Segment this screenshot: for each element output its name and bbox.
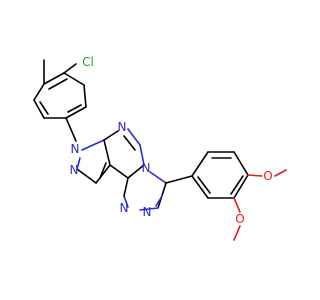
bond [233, 197, 241, 213]
bond [191, 175, 209, 199]
bond [230, 175, 244, 195]
methoxy-methyl-bond [233, 225, 241, 241]
bond [139, 207, 159, 211]
bond [233, 174, 249, 199]
bond [123, 135, 136, 151]
bond [123, 177, 129, 197]
nitrogen-atom-label: N [143, 205, 152, 219]
bond [33, 83, 45, 101]
bond [99, 162, 107, 179]
bond [139, 144, 145, 166]
molecule-canvas: N N N N N N Cl O O [33, 55, 287, 241]
oxygen-atom-label: O [263, 169, 272, 183]
bond [63, 72, 85, 86]
methoxy-methyl-bond [274, 169, 287, 177]
bond [76, 157, 81, 170]
bond [149, 171, 167, 184]
nitrogen-atom-label: N [71, 142, 80, 156]
bond [43, 72, 65, 85]
bond [76, 168, 97, 184]
molecule-structure: N N N N N N Cl O O [33, 55, 287, 241]
nitrogen-atom-label: N [70, 163, 79, 177]
bond [233, 151, 249, 176]
bond [247, 174, 263, 177]
bond [127, 164, 145, 179]
bond [81, 139, 105, 151]
chloromethylphenyl-ring [33, 59, 87, 142]
nitrogen-atom-label: N [120, 201, 129, 215]
pyrazole-ring [76, 139, 111, 184]
oxygen-atom-label: O [235, 212, 244, 226]
bond [103, 130, 119, 141]
pyrimidine-ring [103, 128, 145, 179]
nitrogen-atom-label: N [142, 161, 151, 175]
bond [48, 78, 68, 90]
bond [127, 128, 141, 146]
bond [197, 176, 211, 194]
chloro-bond [63, 63, 77, 74]
bond [191, 151, 209, 177]
bond [83, 84, 87, 108]
bond [165, 175, 193, 184]
bond [109, 164, 129, 179]
bond [65, 106, 87, 119]
bond [39, 101, 49, 115]
atom-labels: N N N N N N Cl O O [70, 55, 273, 226]
dimethoxyphenyl-ring [165, 151, 287, 241]
bond [103, 139, 111, 166]
bond [67, 104, 82, 113]
triazole-ring [123, 171, 167, 211]
bond [155, 195, 163, 207]
bond [65, 117, 77, 142]
bond [33, 99, 45, 119]
bond [95, 164, 111, 184]
bond [123, 195, 129, 208]
chlorine-atom-label: Cl [82, 55, 94, 69]
nitrogen-atom-label: N [118, 120, 127, 134]
